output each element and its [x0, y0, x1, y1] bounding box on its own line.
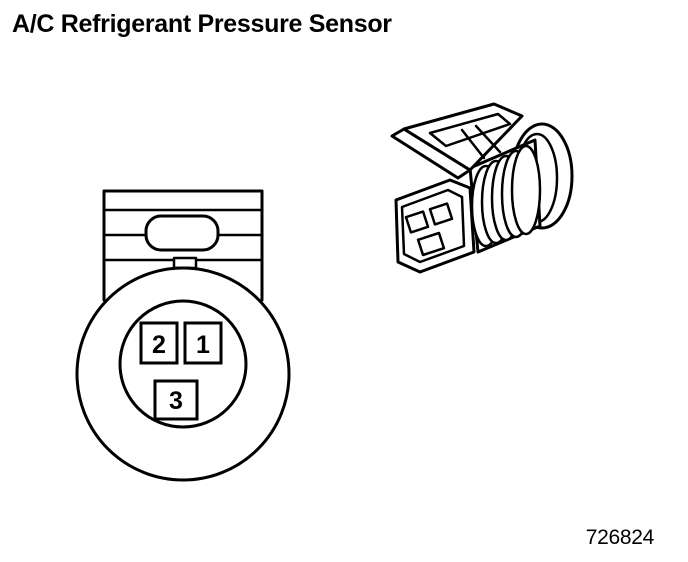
figure-number: 726824	[585, 526, 655, 549]
pin-label: 1	[196, 331, 210, 359]
front-terminal-opening	[404, 210, 430, 234]
front-terminal-opening	[428, 202, 454, 226]
latch-edge-line	[474, 124, 502, 154]
body-rib	[510, 144, 542, 236]
diagram-title: A/C Refrigerant Pressure Sensor	[12, 10, 392, 38]
terminal-cavity	[153, 379, 199, 421]
locking-tab	[144, 214, 220, 252]
latch-edge-line	[460, 128, 486, 160]
terminal-cavity	[183, 321, 223, 365]
pin-label: 3	[169, 387, 183, 415]
latch-raised-tab	[428, 112, 512, 148]
housing-key-notch	[172, 256, 198, 270]
connector-isometric-view	[390, 102, 574, 274]
terminal-cavity	[139, 321, 179, 365]
pin-label: 2	[152, 331, 166, 359]
connector-face-view	[75, 189, 291, 482]
terminal-cavities	[139, 321, 223, 421]
front-terminal-opening	[416, 231, 446, 257]
